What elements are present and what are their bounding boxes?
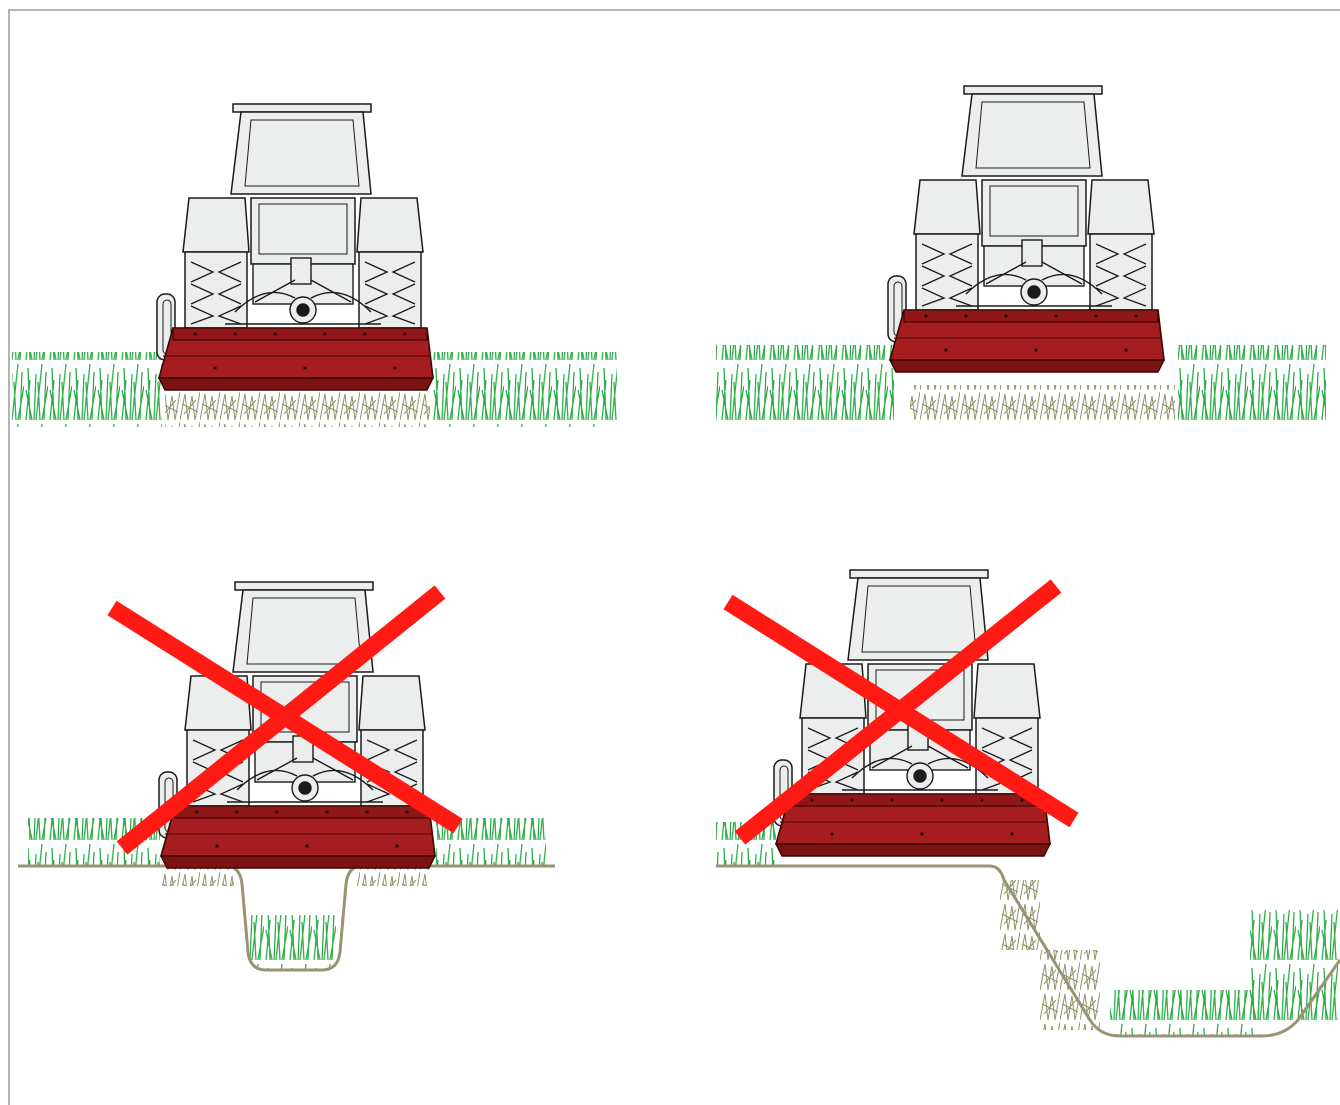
grass-icon	[1110, 990, 1260, 1036]
tractor-icon	[157, 104, 433, 390]
grass-icon	[716, 345, 894, 423]
tractor-icon	[888, 86, 1164, 372]
panel-slope-beside-mower	[716, 570, 1340, 1036]
cut-grass-icon	[165, 392, 430, 427]
grass-icon	[1178, 345, 1326, 423]
panel-flat-ground-narrow	[12, 104, 617, 427]
cut-grass-icon	[162, 866, 234, 886]
grass-icon	[250, 915, 338, 970]
grass-icon	[432, 352, 617, 427]
cut-grass-icon	[910, 385, 1175, 423]
cut-grass-icon	[1000, 880, 1040, 950]
grass-icon	[1250, 910, 1338, 1020]
panel-ditch-under-mower	[18, 582, 555, 970]
panel-flat-ground-offset	[716, 86, 1326, 423]
cut-grass-icon	[356, 866, 430, 886]
grass-icon	[12, 352, 162, 427]
